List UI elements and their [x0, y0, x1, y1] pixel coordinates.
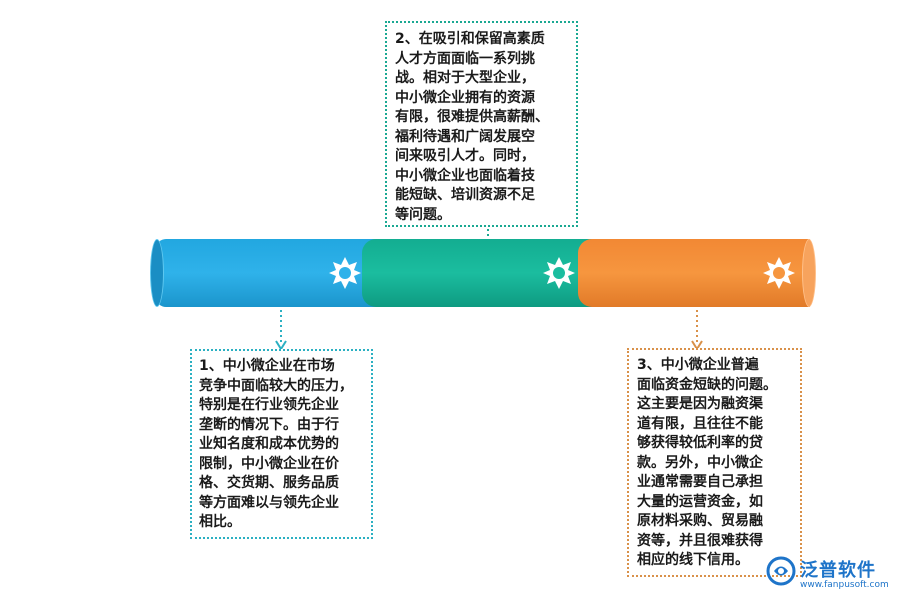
logo-name: 泛普软件	[800, 560, 876, 581]
step-2-textbox: 2、在吸引和保留高素质 人才方面面临一系列挑 战。相对于大型企业， 中小微企业拥…	[385, 21, 578, 227]
logo-url: www.fanpusoft.com	[800, 580, 889, 590]
star-badge-icon	[763, 257, 795, 289]
connector-step-3	[691, 305, 703, 351]
star-badge-icon	[543, 257, 575, 289]
fanpu-logo-icon	[766, 556, 796, 586]
connector-step-1	[275, 305, 287, 351]
step-1-textbox: 1、中小微企业在市场 竞争中面临较大的压力， 特别是在行业领先企业 垄断的情况下…	[190, 349, 373, 539]
step-3-textbox: 3、中小微企业普遍 面临资金短缺的问题。 这主要是因为融资渠 道有限，且往往不能…	[627, 348, 802, 577]
fanpu-logo: 泛普软件 www.fanpusoft.com	[760, 554, 896, 598]
star-badge-icon	[329, 257, 361, 289]
